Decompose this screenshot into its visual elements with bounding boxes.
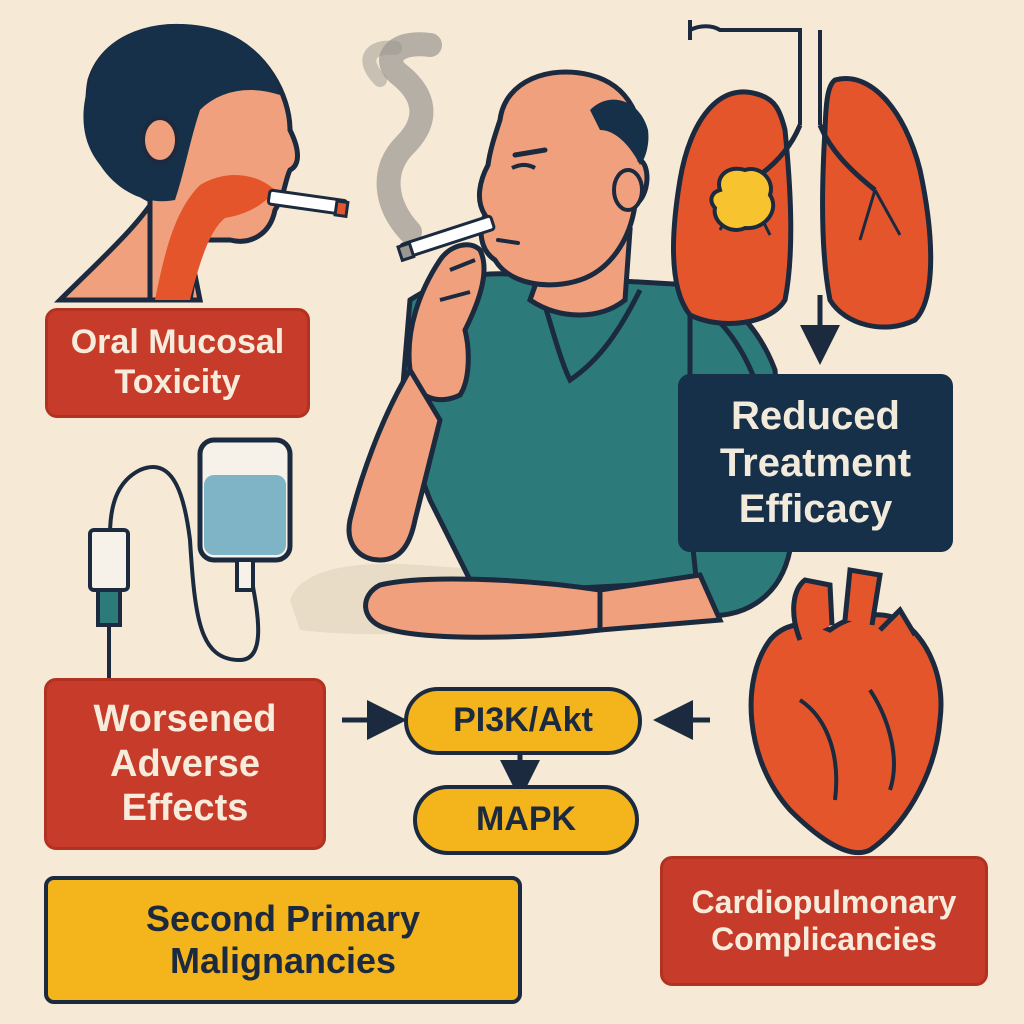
woman-profile-smoking-icon <box>53 23 350 303</box>
pi3k-akt-node: PI3K/Akt <box>404 687 642 755</box>
second-primary-malignancies-label: Second Primary Malignancies <box>44 876 522 1004</box>
lungs-with-tumor-icon <box>670 20 934 365</box>
iv-bag-icon <box>88 437 293 680</box>
worsened-adverse-effects-label: Worsened Adverse Effects <box>44 678 326 850</box>
smoke-icon <box>362 32 442 244</box>
mapk-node: MAPK <box>413 785 639 855</box>
reduced-treatment-efficacy-label: Reduced Treatment Efficacy <box>678 374 953 552</box>
oral-mucosal-toxicity-label: Oral Mucosal Toxicity <box>45 308 310 418</box>
heart-icon <box>748 567 944 856</box>
cardiopulmonary-complicancies-label: Cardiopulmonary Complicancies <box>660 856 988 986</box>
